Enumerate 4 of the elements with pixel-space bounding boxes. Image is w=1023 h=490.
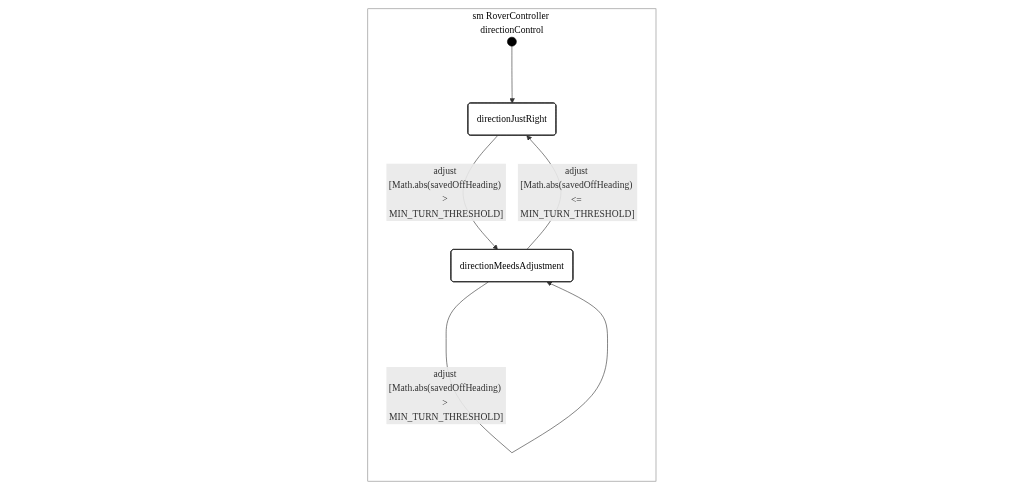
edge-label: adjust [Math.abs(savedOffHeading) <= MIN_TURN_THRESHOLD] bbox=[519, 165, 635, 219]
edge-label: adjust [Math.abs(savedOffHeading) > MIN_TURN_THRESHOLD] bbox=[388, 368, 503, 422]
edge-label: adjust [Math.abs(savedOffHeading) > MIN_TURN_THRESHOLD] bbox=[388, 165, 503, 219]
node-circle bbox=[506, 36, 517, 47]
